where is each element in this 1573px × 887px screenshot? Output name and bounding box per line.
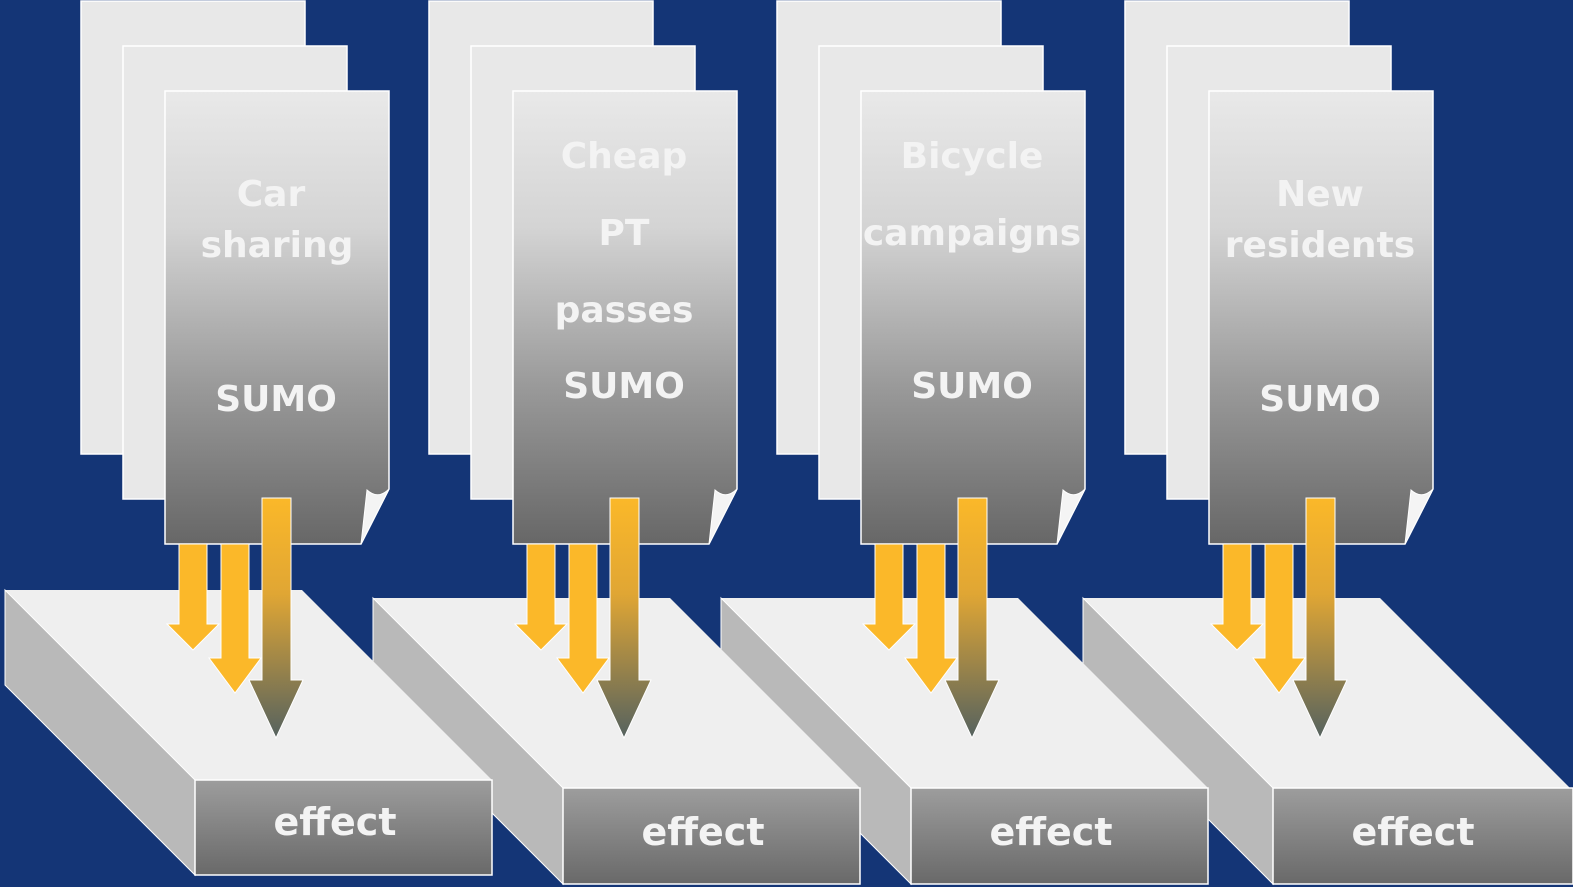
doc-title-line: Car [237,174,306,215]
arrows-1 [165,497,304,740]
effect-label: effect [641,810,764,854]
down-arrow-icon [1252,543,1306,694]
down-arrow-icon [596,497,652,740]
model-label: SUMO [1259,379,1381,420]
doc-title-line: Bicycle [901,136,1044,177]
down-arrow-icon [861,543,917,651]
down-arrow-icon [1209,543,1265,651]
slab-front [910,787,1209,885]
down-arrow-icon [165,543,221,651]
front-document [1208,90,1434,545]
down-arrow-icon [248,497,304,740]
down-arrow-icon [904,543,958,694]
slab-front [562,787,861,885]
doc-stack-1: Car sharing SUMO [80,0,390,545]
doc-stack-4: New residents SUMO [1124,0,1434,545]
doc-stack-3: Bicycle campaigns SUMO [776,0,1086,545]
doc-title-line: passes [555,290,694,331]
doc-stack-2: Cheap PT passes SUMO [428,0,738,545]
doc-title-line: New [1276,174,1364,215]
doc-title-line: campaigns [863,213,1081,254]
arrows-4 [1209,497,1348,740]
down-arrow-icon [556,543,610,694]
model-label: SUMO [215,379,337,420]
effect-label: effect [989,810,1112,854]
down-arrow-icon [1292,497,1348,740]
page-curl [1404,488,1434,545]
page-curl [1056,488,1086,545]
page-curl [708,488,738,545]
effect-slab-1: effect [4,588,493,877]
doc-title-line: Cheap [561,136,688,177]
front-document [164,90,390,545]
slab-top [5,590,492,780]
doc-title-line: sharing [201,225,354,266]
model-label: SUMO [911,366,1033,407]
down-arrow-icon [208,543,262,694]
slab-front [1272,787,1573,885]
slab-front [194,779,493,876]
model-label: SUMO [563,366,685,407]
down-arrow-icon [513,543,569,651]
down-arrow-icon [944,497,1000,740]
doc-title-line: PT [599,213,650,254]
effect-label: effect [1351,810,1474,854]
effect-label: effect [273,800,396,844]
page-curl [360,488,390,545]
arrows-3 [861,497,1000,740]
arrows-2 [513,497,652,740]
doc-title-line: residents [1225,225,1415,266]
